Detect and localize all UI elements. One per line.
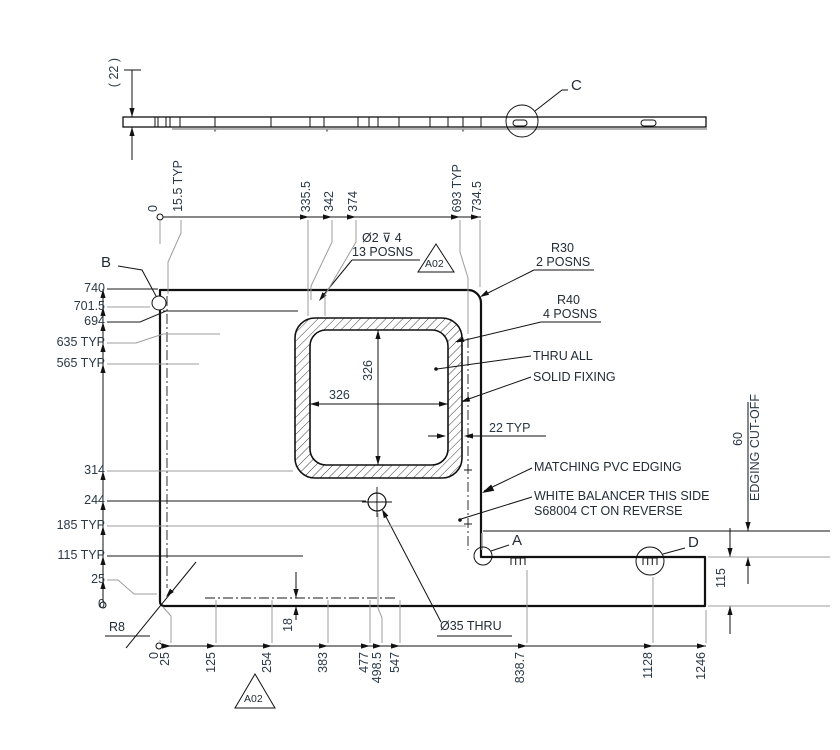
hole-35-thru [362, 487, 512, 637]
note-holes-spec: Ø2 ⊽ 4 [362, 231, 402, 245]
dim-left-25: 25 [91, 572, 105, 586]
note-holes-count: 13 POSNS [352, 245, 414, 259]
dim-band-width: 22 TYP [489, 421, 531, 435]
a02-flags [234, 243, 455, 709]
note-solid-fixing: SOLID FIXING [533, 370, 616, 384]
note-balancer-1: WHITE BALANCER THIS SIDE [534, 489, 710, 503]
dim-step-height: 115 [714, 568, 728, 588]
dim-bottom-838-7: 838.7 [513, 652, 527, 684]
dim-thickness: ( 22 ) [107, 58, 121, 88]
note-thru-all: THRU ALL [533, 349, 593, 363]
detail-c-label: C [571, 77, 582, 94]
extension-lines [107, 220, 707, 643]
datum-a-label: A [512, 532, 523, 549]
dim-top-342: 342 [322, 191, 336, 212]
note-balancer-2: S68004 CT ON REVERSE [534, 504, 683, 518]
dim-bottom-547: 547 [388, 652, 402, 673]
annotation-leaders [105, 259, 601, 649]
dim-bottom-125: 125 [204, 652, 218, 673]
datum-b-label: B [101, 254, 112, 271]
dim-left-185: 185 TYP [56, 518, 105, 532]
note-r30: R30 [551, 241, 574, 255]
dim-left-635: 635 TYP [56, 335, 105, 349]
datum-d-label: D [688, 534, 699, 551]
a02-flag-bottom: A02 [244, 693, 263, 705]
dim-top-335-5: 335.5 [299, 180, 313, 212]
dim-top-693: 693 TYP [450, 163, 464, 212]
dim-left-694: 694 [84, 314, 105, 328]
note-pvc-edging: MATCHING PVC EDGING [534, 460, 682, 474]
dim-bottom-1246: 1246 [694, 652, 708, 680]
dim-bottom-477: 477 [357, 652, 371, 673]
dim-bottom-498-5: 498.5 [370, 652, 384, 684]
dim-edging-value: 60 [731, 432, 745, 446]
dim-bottom-383: 383 [316, 652, 330, 673]
note-r30-qty: 2 POSNS [536, 255, 591, 269]
dim-left-115: 115 TYP [57, 548, 106, 562]
side-view-profile [122, 69, 707, 160]
note-hole-35: Ø35 THRU [440, 619, 502, 633]
dim-top-15-5: 15.5 TYP [171, 160, 185, 212]
dim-top-734-5: 734.5 [470, 180, 484, 212]
dimension-lines [99, 213, 830, 650]
dim-left-565: 565 TYP [56, 356, 105, 370]
dim-left-740: 740 [84, 281, 105, 295]
a02-flag-top: A02 [425, 258, 444, 270]
dim-left-0: 0 [98, 597, 105, 611]
dim-top-0: 0 [146, 205, 160, 212]
cutout-solid-fixing-band [294, 317, 546, 479]
dim-edge-offset-18: 18 [281, 618, 295, 632]
plan-view-outline [158, 288, 830, 608]
dim-cutout-width: 326 [329, 388, 350, 402]
dim-bottom-254: 254 [260, 652, 274, 673]
dim-edging-label: EDGING CUT-OFF [748, 394, 762, 501]
dim-bottom-1128: 1128 [641, 652, 655, 679]
dim-left-244: 244 [84, 493, 105, 507]
note-r40: R40 [557, 293, 580, 307]
note-r8: R8 [109, 620, 125, 634]
dim-cutout-height: 326 [361, 360, 375, 381]
dim-left-701-5: 701.5 [73, 299, 105, 313]
dim-left-314: 314 [84, 463, 105, 477]
datum-balloons [117, 265, 686, 576]
dim-top-374: 374 [346, 191, 360, 212]
dim-bottom-25: 25 [158, 652, 172, 666]
note-r40-qty: 4 POSNS [543, 307, 598, 321]
